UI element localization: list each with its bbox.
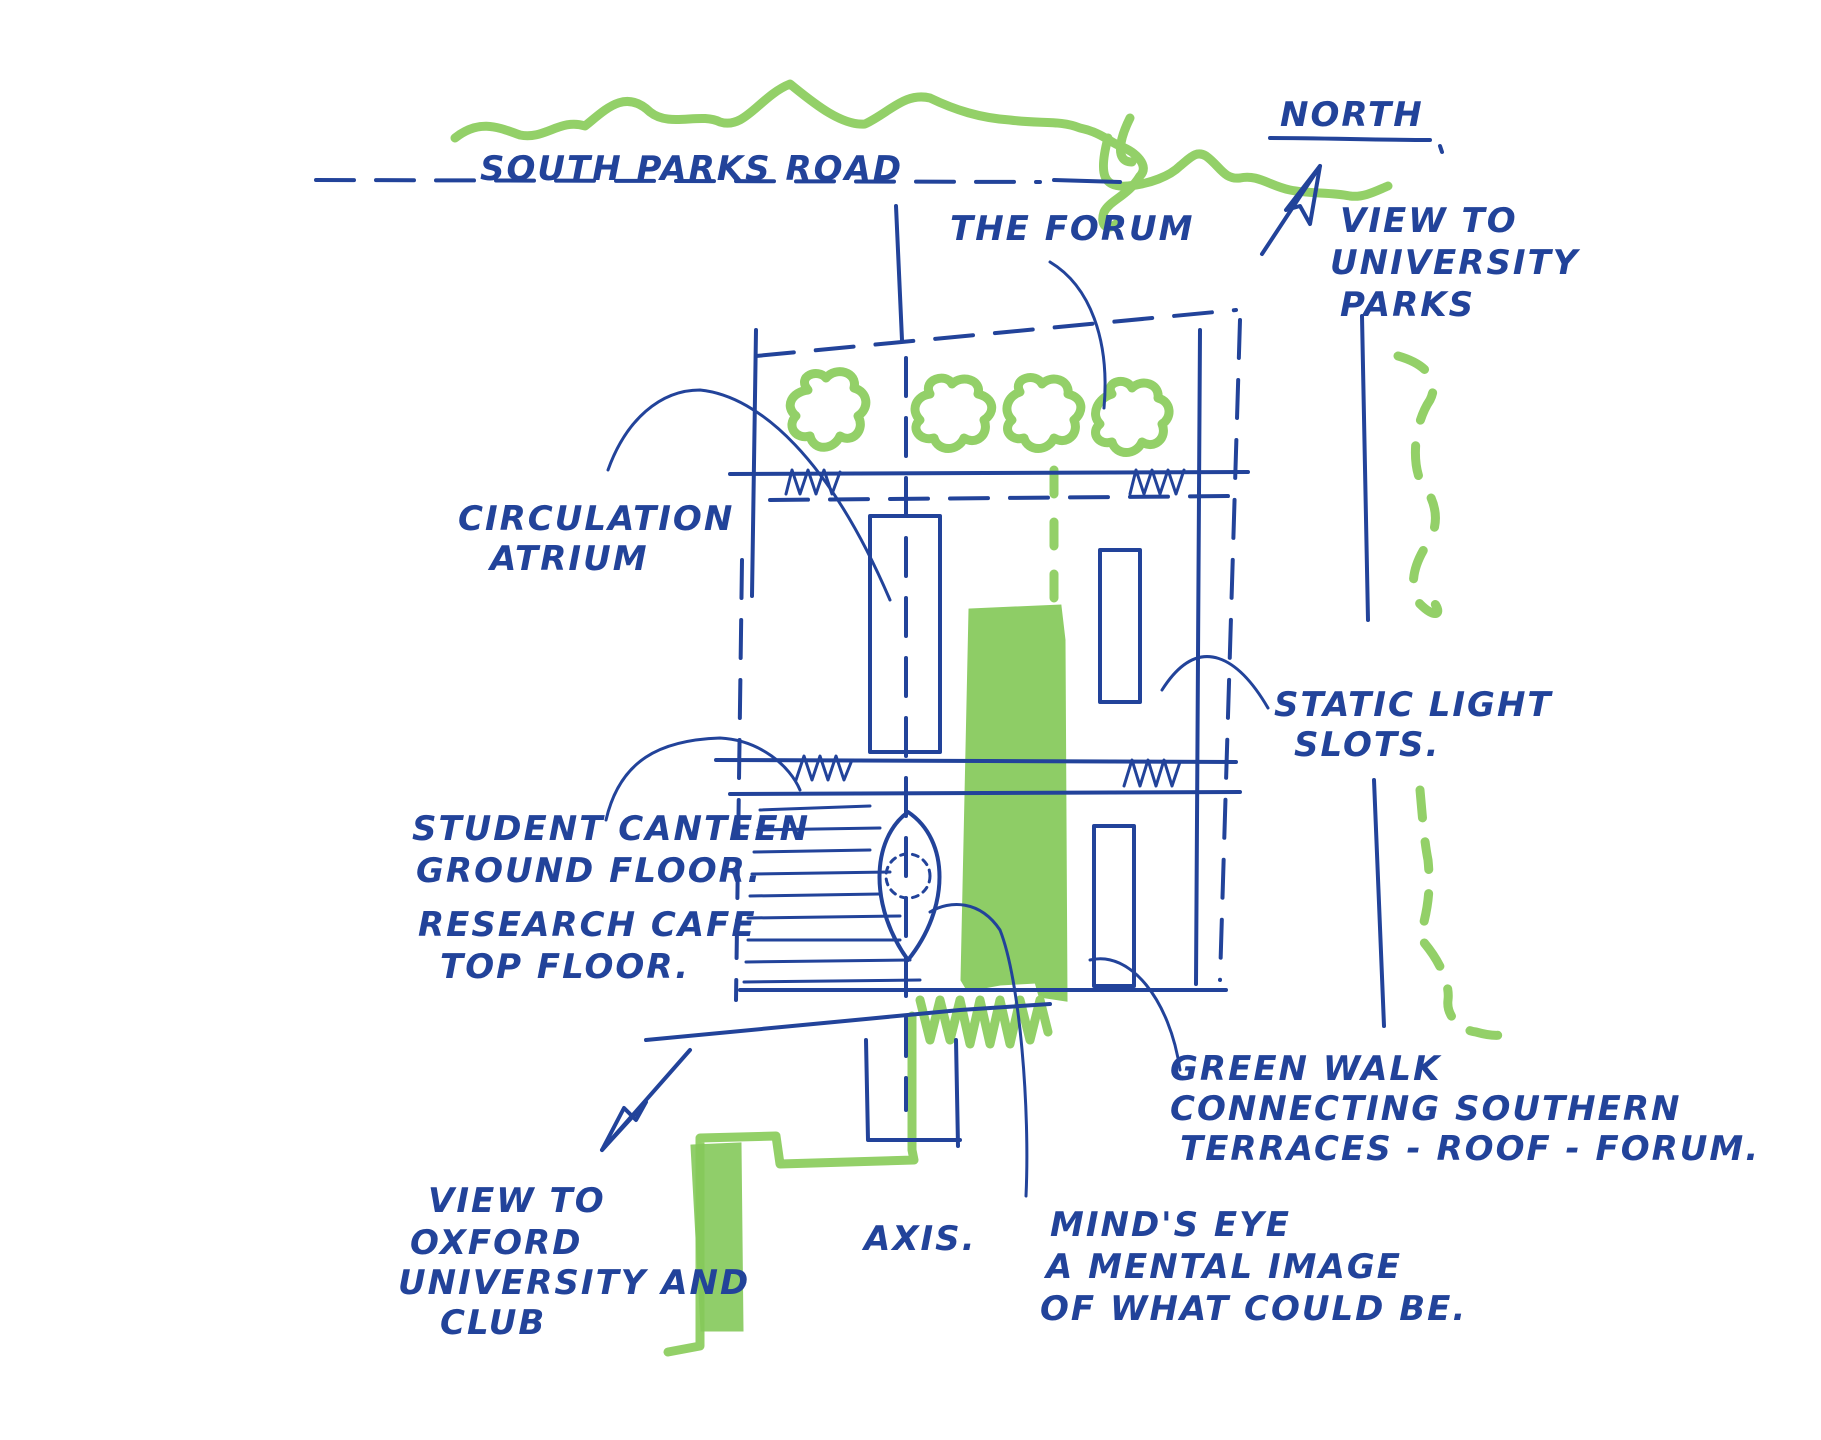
- light-slot-east-lower: [1092, 824, 1136, 988]
- floor-line-3: [714, 758, 1238, 764]
- forum-label: THE FORUM: [950, 209, 1194, 249]
- stair-zigzag-2: [1128, 468, 1186, 496]
- minds-eye-label-3: OF WHAT COULD BE.: [1040, 1289, 1467, 1329]
- tree-4: [1091, 376, 1174, 457]
- view-parks-label-1: VIEW TO: [1340, 201, 1518, 241]
- view-arrow-ne-head: [1284, 164, 1322, 226]
- north-tick: [1438, 144, 1444, 154]
- view-parks-label-2: UNIVERSITY: [1330, 243, 1581, 283]
- minds-eye-label-2: A MENTAL IMAGE: [1043, 1247, 1402, 1287]
- blue-linework-layer: [314, 136, 1444, 1198]
- light-slots-label-2: SLOTS.: [1294, 725, 1440, 765]
- leader-forum: [1048, 260, 1107, 410]
- road-line-east: [1052, 178, 1122, 184]
- canteen-label-4: TOP FLOOR.: [440, 947, 690, 987]
- south-boundary: [644, 1002, 1052, 1042]
- east-hedge-lower: [1415, 785, 1511, 1040]
- green-walk-label-3: TERRACES - ROOF - FORUM.: [1180, 1129, 1760, 1169]
- stair-zigzag-3: [794, 754, 854, 782]
- south-gate: [864, 1038, 962, 1148]
- green-walk-label-1: GREEN WALK: [1170, 1049, 1442, 1089]
- east-slot-axis: [1360, 314, 1370, 622]
- north-label: NORTH: [1280, 95, 1424, 135]
- road-line: [314, 178, 1042, 184]
- view-oxford-label-3: UNIVERSITY AND: [398, 1263, 750, 1303]
- light-slot-west: [868, 514, 942, 754]
- north-underline: [1268, 136, 1432, 142]
- floor-line-2: [768, 494, 1236, 502]
- view-parks-label-3: PARKS: [1340, 285, 1475, 325]
- road-hedge: [450, 79, 1148, 232]
- circulation-label-2: ATRIUM: [487, 539, 649, 579]
- tree-1: [785, 367, 871, 452]
- east-hedge: [1393, 351, 1443, 618]
- leader-circulation: [606, 388, 892, 602]
- leader-light: [1160, 655, 1270, 710]
- minds-eye-circle: [884, 852, 932, 900]
- canteen-hatch: [742, 804, 922, 984]
- axis-label: AXIS.: [861, 1219, 977, 1259]
- view-oxford-label-4: CLUB: [440, 1303, 546, 1343]
- axis-line: [894, 204, 904, 342]
- east-slot-axis-lower: [1372, 778, 1386, 1028]
- terrace-zigzag: [915, 995, 1053, 1049]
- stair-zigzag-4: [1122, 758, 1182, 788]
- view-oxford-label-2: OXFORD: [410, 1223, 582, 1263]
- north-hedge: [1098, 113, 1393, 201]
- building-east-wall-dashed: [1218, 318, 1242, 982]
- tree-2: [910, 373, 997, 453]
- floor-line-4: [728, 790, 1242, 796]
- leader-canteen: [604, 736, 802, 822]
- building-top-dashed: [754, 308, 1238, 358]
- label-layer: NORTH SOUTH PARKS ROAD THE FORUM VIEW TO…: [398, 95, 1760, 1343]
- view-oxford-label-1: VIEW TO: [428, 1181, 606, 1221]
- minds-eye-label-1: MIND'S EYE: [1050, 1205, 1291, 1245]
- leader-mindseye: [928, 903, 1029, 1198]
- building-west-wall-dashed: [734, 558, 744, 1002]
- minds-eye-leaf: [877, 810, 942, 962]
- green-block-south: [690, 1142, 744, 1332]
- green-marker-layer: [450, 79, 1511, 1357]
- view-arrow-sw-head: [600, 1100, 648, 1152]
- green-walk-slab: [960, 604, 1068, 1002]
- light-slot-east: [1098, 548, 1142, 704]
- leader-greenwalk: [1088, 957, 1182, 1072]
- circulation-label-1: CIRCULATION: [458, 499, 734, 539]
- canteen-label-3: RESEARCH CAFE: [418, 905, 757, 945]
- floor-line-1: [728, 470, 1250, 476]
- canteen-label-1: STUDENT CANTEEN: [412, 809, 810, 849]
- canteen-label-2: GROUND FLOOR.: [416, 851, 762, 891]
- light-slots-label-1: STATIC LIGHT: [1274, 685, 1553, 725]
- green-walk-label-2: CONNECTING SOUTHERN: [1170, 1089, 1682, 1129]
- tree-3: [1002, 373, 1086, 453]
- road-label: SOUTH PARKS ROAD: [480, 149, 903, 189]
- building-west-wall: [750, 328, 758, 598]
